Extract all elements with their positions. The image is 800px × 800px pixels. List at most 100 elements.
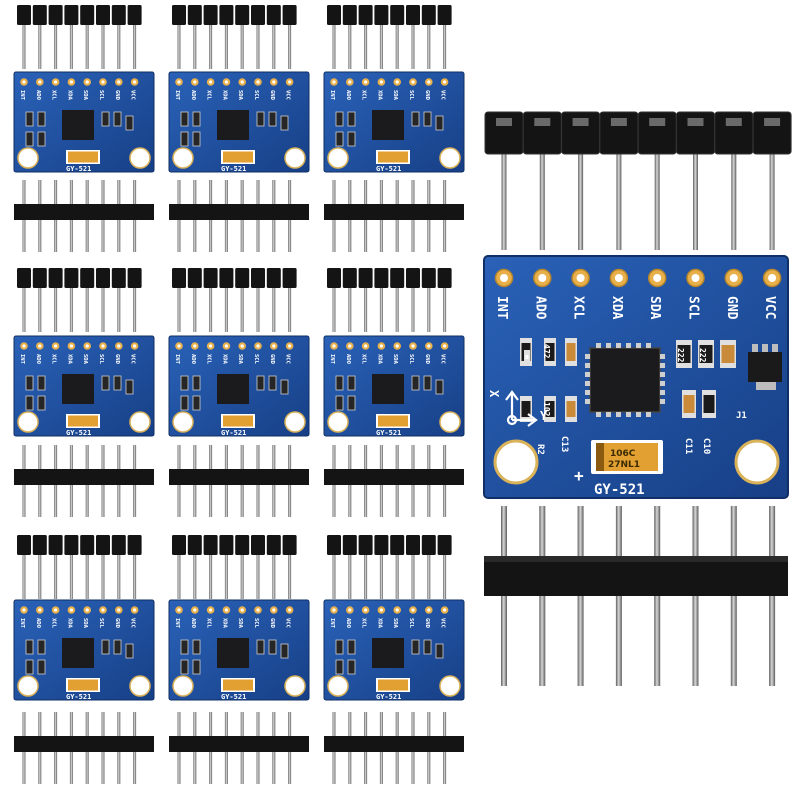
svg-text:SDA: SDA <box>392 90 398 101</box>
pin-label-gnd: GND <box>724 296 739 320</box>
svg-text:XDA: XDA <box>221 618 227 629</box>
svg-text:INT: INT <box>174 618 180 629</box>
svg-text:SCL: SCL <box>408 90 414 101</box>
pin-label-scl: SCL <box>686 296 701 320</box>
svg-text:GY-521: GY-521 <box>66 165 91 173</box>
svg-text:GND: GND <box>269 354 275 365</box>
svg-text:GND: GND <box>269 618 275 629</box>
svg-text:XCL: XCL <box>206 618 212 629</box>
svg-text:SDA: SDA <box>82 90 88 101</box>
svg-text:GY-521: GY-521 <box>66 693 91 701</box>
svg-text:GY-521: GY-521 <box>376 693 401 701</box>
resistor-222-a: 222 <box>676 348 685 363</box>
ref-c13: C13 <box>559 436 569 452</box>
svg-text:XDA: XDA <box>66 354 72 365</box>
svg-text:GY-521: GY-521 <box>221 429 246 437</box>
pin-label-int: INT <box>494 296 509 320</box>
svg-text:INT: INT <box>174 90 180 101</box>
svg-text:GY-521: GY-521 <box>221 165 246 173</box>
mounting-hole-left <box>493 439 539 485</box>
svg-text:INT: INT <box>174 354 180 365</box>
mounting-hole-right <box>734 439 780 485</box>
resistor-472: 472 <box>542 344 551 359</box>
svg-text:GY-521: GY-521 <box>376 165 401 173</box>
svg-text:INT: INT <box>19 90 25 101</box>
svg-text:INT: INT <box>19 354 25 365</box>
ref-r2: R2 <box>535 444 545 455</box>
svg-text:INT: INT <box>19 618 25 629</box>
svg-text:SCL: SCL <box>98 618 104 629</box>
board-label: GY-521 <box>594 482 645 498</box>
svg-text:GND: GND <box>269 90 275 101</box>
svg-text:GND: GND <box>114 618 120 629</box>
svg-text:ADO: ADO <box>35 618 41 629</box>
svg-text:SDA: SDA <box>237 354 243 365</box>
svg-text:VCC: VCC <box>285 354 291 364</box>
svg-text:GND: GND <box>114 354 120 365</box>
resistor-222-b: 222 <box>698 348 707 363</box>
svg-text:GY-521: GY-521 <box>376 429 401 437</box>
svg-text:ADO: ADO <box>345 618 351 629</box>
large-right-angle-header <box>484 111 792 250</box>
svg-text:XDA: XDA <box>376 618 382 629</box>
pin-label-ado: ADO <box>532 296 547 320</box>
voltage-regulator <box>748 352 782 382</box>
svg-text:SCL: SCL <box>253 354 259 365</box>
svg-text:INT: INT <box>329 618 335 629</box>
svg-text:XCL: XCL <box>361 618 367 629</box>
svg-text:SCL: SCL <box>253 90 259 101</box>
svg-text:SDA: SDA <box>237 618 243 629</box>
svg-text:ADO: ADO <box>345 90 351 101</box>
axis-indicator <box>505 390 538 427</box>
svg-text:VCC: VCC <box>130 90 136 100</box>
svg-text:GND: GND <box>424 618 430 629</box>
svg-text:XCL: XCL <box>51 354 57 365</box>
svg-text:XCL: XCL <box>361 90 367 101</box>
small-module-2: INT ADO XCL XDA SDA SCL GND VCC GY-521 <box>168 5 310 252</box>
svg-text:INT: INT <box>329 354 335 365</box>
large-straight-header <box>484 506 788 686</box>
polarity-mark: + <box>574 466 584 485</box>
svg-text:XCL: XCL <box>206 90 212 101</box>
pin-label-sda: SDA <box>647 296 662 320</box>
svg-text:ADO: ADO <box>190 618 196 629</box>
svg-text:VCC: VCC <box>285 618 291 628</box>
svg-text:VCC: VCC <box>440 618 446 628</box>
ref-c10: C10 <box>701 438 711 454</box>
svg-text:27NL1: 27NL1 <box>608 460 640 470</box>
svg-text:ADO: ADO <box>35 354 41 365</box>
svg-text:ADO: ADO <box>35 90 41 101</box>
svg-text:XCL: XCL <box>51 90 57 101</box>
imu-chip <box>589 347 661 413</box>
svg-text:VCC: VCC <box>285 90 291 100</box>
svg-text:ADO: ADO <box>345 354 351 365</box>
svg-text:SDA: SDA <box>82 354 88 365</box>
svg-text:GY-521: GY-521 <box>66 429 91 437</box>
svg-text:ADO: ADO <box>190 90 196 101</box>
svg-text:SDA: SDA <box>392 354 398 365</box>
svg-text:SDA: SDA <box>237 90 243 101</box>
svg-text:INT: INT <box>329 90 335 101</box>
svg-text:GND: GND <box>424 90 430 101</box>
svg-text:XCL: XCL <box>51 618 57 629</box>
svg-text:XDA: XDA <box>221 90 227 101</box>
svg-text:ADO: ADO <box>190 354 196 365</box>
svg-text:XDA: XDA <box>66 90 72 101</box>
svg-text:VCC: VCC <box>440 354 446 364</box>
svg-text:GND: GND <box>424 354 430 365</box>
svg-text:VCC: VCC <box>130 354 136 364</box>
axis-label-x: X <box>487 390 501 398</box>
pin-label-vcc: VCC <box>762 296 777 319</box>
svg-text:SCL: SCL <box>98 90 104 101</box>
svg-text:106C: 106C <box>610 449 636 459</box>
